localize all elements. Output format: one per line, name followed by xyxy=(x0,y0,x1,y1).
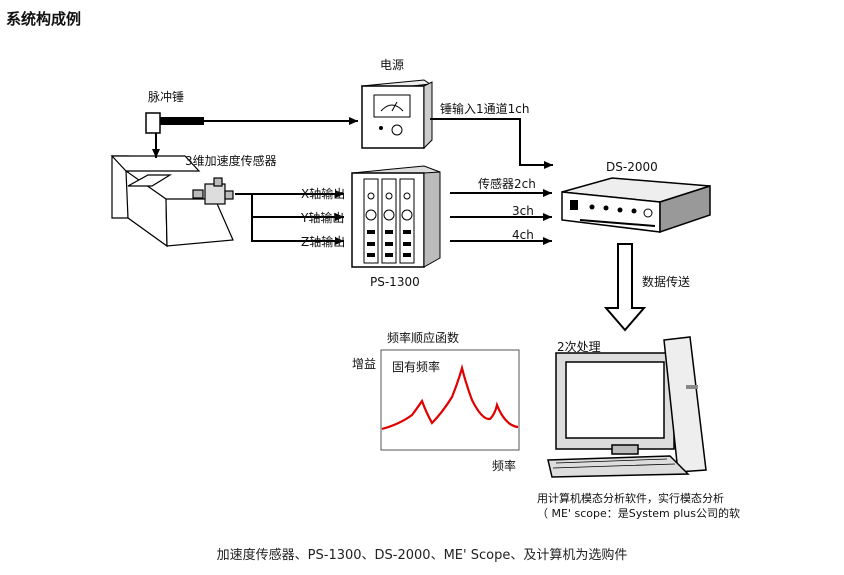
sensor-2ch-label: 传感器2ch xyxy=(478,177,536,191)
accelerometer-icon xyxy=(192,177,234,205)
power-label: 电源 xyxy=(380,58,405,72)
data-transfer-arrow xyxy=(603,243,647,332)
natural-frequency-label: 固有频率 xyxy=(392,360,441,374)
computer-icon xyxy=(547,336,707,478)
pc-note-line1: 用计算机模态分析软件，实行模态分析 xyxy=(537,492,724,505)
footer-caption: 加速度传感器、PS-1300、DS-2000、ME' Scope、及计算机为选购… xyxy=(216,548,628,563)
frequency-label: 频率 xyxy=(492,459,517,473)
ps1300-icon xyxy=(351,165,441,268)
ps1300-label: PS-1300 xyxy=(370,275,420,289)
impulse-hammer-icon xyxy=(145,112,204,134)
frf-title: 频率顺应函数 xyxy=(387,331,460,345)
ds2000-label: DS-2000 xyxy=(606,160,658,174)
data-transfer-label: 数据传送 xyxy=(642,275,691,289)
secondary-processing-label: 2次处理 xyxy=(557,340,601,354)
ch4-label: 4ch xyxy=(512,228,534,242)
ch3-label: 3ch xyxy=(512,204,534,218)
gain-label: 增益 xyxy=(352,357,377,371)
ds2000-icon xyxy=(561,177,711,234)
hammer-input-label: 锤输入1通道1ch xyxy=(440,102,530,116)
sensor-label: 3维加速度传感器 xyxy=(185,154,277,168)
page-title: 系统构成例 xyxy=(6,10,82,28)
pc-note-line2: （ ME' scope：是System plus公司的软 xyxy=(537,507,740,520)
power-supply-icon xyxy=(360,79,433,150)
frf-curve xyxy=(381,363,519,431)
signal-lines xyxy=(152,117,553,245)
x-output-label: X轴输出 xyxy=(301,187,346,201)
z-output-label: Z轴输出 xyxy=(301,235,346,249)
test-structure xyxy=(110,155,234,248)
hammer-label: 脉冲锤 xyxy=(148,90,185,104)
y-output-label: Y轴输出 xyxy=(301,211,345,225)
